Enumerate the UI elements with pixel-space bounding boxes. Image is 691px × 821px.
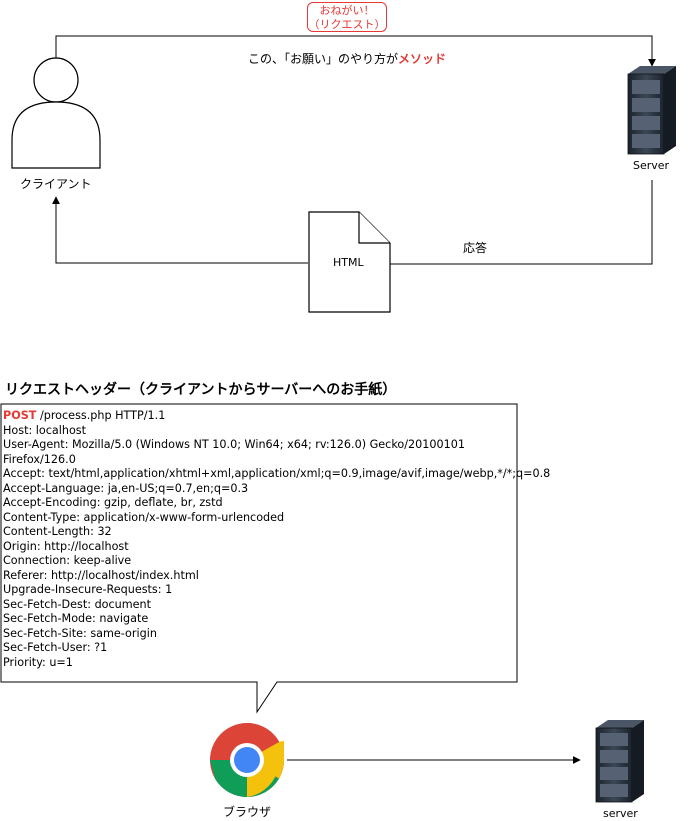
request-badge-line2: （リクエスト） xyxy=(308,18,386,31)
header-line: User-Agent: Mozilla/5.0 (Windows NT 10.0… xyxy=(3,438,465,451)
header-line: Sec-Fetch-Dest: document xyxy=(3,597,152,611)
request-badge-line1: おねがい！ xyxy=(319,4,375,17)
response-connector xyxy=(390,180,653,265)
request-line-rest: /process.php HTTP/1.1 xyxy=(36,409,166,422)
request-connector xyxy=(55,35,656,67)
header-line: Sec-Fetch-Site: same-origin xyxy=(3,626,157,640)
server-label: Server xyxy=(633,159,670,172)
bottom-server-label: server xyxy=(603,807,638,820)
header-line: Sec-Fetch-Mode: navigate xyxy=(3,612,149,625)
method-caption: この、「お願い」のやり方がメソッド xyxy=(248,50,446,67)
header-speech-bubble xyxy=(0,403,518,714)
header-line: Content-Type: application/x-www-form-url… xyxy=(3,510,285,524)
header-line: Upgrade-Insecure-Requests: 1 xyxy=(3,583,173,596)
header-line: Accept-Language: ja,en-US;q=0.7,en;q=0.3 xyxy=(3,481,249,495)
client-label: クライアント xyxy=(20,177,92,191)
header-line: Content-Length: 32 xyxy=(3,525,112,538)
header-line: Connection: keep-alive xyxy=(3,554,132,567)
http-method: POST xyxy=(3,409,37,422)
header-line: Priority: u=1 xyxy=(3,655,73,669)
request-header-text: POST /process.php HTTP/1.1 Host: localho… xyxy=(3,409,551,670)
user-icon xyxy=(11,57,101,169)
method-caption-highlight: メソッド xyxy=(398,52,447,66)
header-line: Accept-Encoding: gzip, deflate, br, zstd xyxy=(3,496,223,509)
method-caption-prefix: この、「お願い」のやり方が xyxy=(248,52,399,66)
request-line: POST /process.php HTTP/1.1 xyxy=(3,409,515,424)
browser-icon xyxy=(210,723,284,797)
request-badge: おねがい！ （リクエスト） xyxy=(307,2,387,32)
document-label: HTML xyxy=(333,256,364,269)
header-line: Referer: http://localhost/index.html xyxy=(3,568,199,582)
header-line: Host: localhost xyxy=(3,423,87,437)
response-connector-to-client xyxy=(52,196,308,264)
header-line: Firefox/126.0 xyxy=(3,452,76,466)
response-label: 応答 xyxy=(463,241,488,255)
section-title: リクエストヘッダー（クライアントからサーバーへのお手紙） xyxy=(5,382,397,398)
bottom-server-icon xyxy=(595,720,644,803)
header-line: Origin: http://localhost xyxy=(3,539,129,553)
browser-label: ブラウザ xyxy=(223,805,272,819)
document-icon xyxy=(308,211,391,313)
server-icon xyxy=(627,66,676,155)
header-line: Accept: text/html,application/xhtml+xml,… xyxy=(3,467,551,480)
header-line: Sec-Fetch-User: ?1 xyxy=(3,641,108,654)
